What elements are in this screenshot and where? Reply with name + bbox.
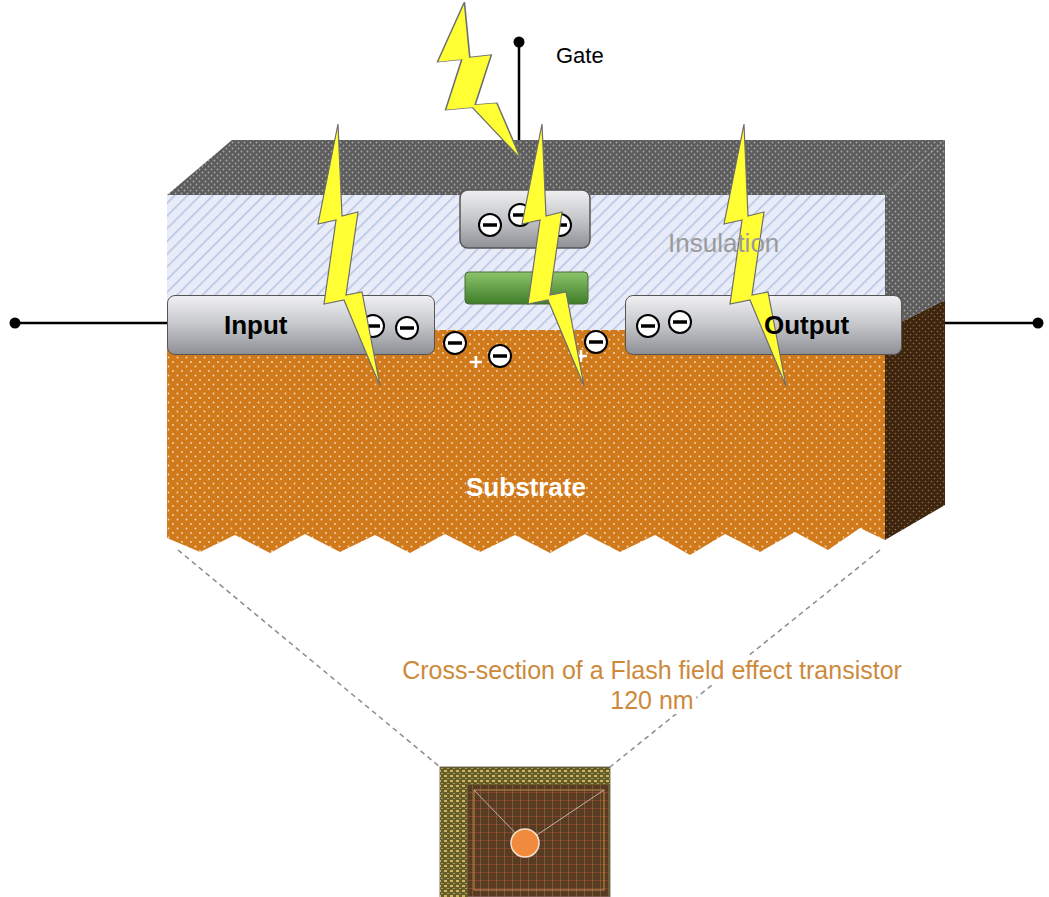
holes [470, 350, 587, 368]
hole-sign [470, 356, 482, 368]
input-wire [15, 322, 170, 325]
lightning-bolt [522, 124, 584, 386]
node-label: Substrate [466, 472, 586, 502]
cell-marker [511, 829, 539, 857]
electron [669, 311, 691, 333]
electron [479, 214, 501, 236]
top-face [167, 140, 945, 195]
label-holder: Gate [556, 42, 604, 70]
control-gate [460, 190, 590, 248]
output-terminal: Output [625, 295, 902, 355]
lightning-bolt [724, 124, 786, 386]
label-holder: Cross-section of a Flash field effect tr… [399, 656, 905, 684]
electrons [362, 204, 691, 367]
chip-die [440, 767, 610, 897]
electron [549, 214, 571, 236]
dimension-label: 120 nm [607, 686, 696, 714]
electron [362, 315, 384, 337]
label-holder: 120 nm [607, 686, 696, 714]
node-label: Output [764, 310, 849, 340]
lightning-bolt [437, 2, 521, 159]
lightning-bolt [318, 124, 380, 386]
substrate-face [167, 330, 885, 555]
electron [396, 317, 418, 339]
terminal-dot [514, 37, 525, 48]
terminal-name: Gate [556, 42, 604, 70]
electron [509, 204, 531, 226]
chip-logic [440, 785, 468, 897]
node-label: Insulation [668, 228, 779, 258]
chip-photo [440, 767, 610, 897]
lightning-bolts [318, 2, 786, 386]
insulation-layer: Insulation [167, 195, 885, 295]
electron [444, 332, 466, 354]
input-terminal: Input [167, 295, 435, 355]
electron [585, 331, 607, 353]
electron [489, 345, 511, 367]
terminal-dot [10, 318, 21, 329]
floating-gate [465, 272, 588, 304]
caption: Cross-section of a Flash field effect tr… [399, 656, 905, 684]
chip-logic [440, 767, 610, 785]
electron [637, 315, 659, 337]
terminal-dot [1033, 318, 1044, 329]
hole-sign [575, 350, 587, 362]
substrate-region: Substrate [167, 420, 885, 525]
chip-array [474, 790, 604, 890]
node-label: Input [224, 310, 288, 340]
